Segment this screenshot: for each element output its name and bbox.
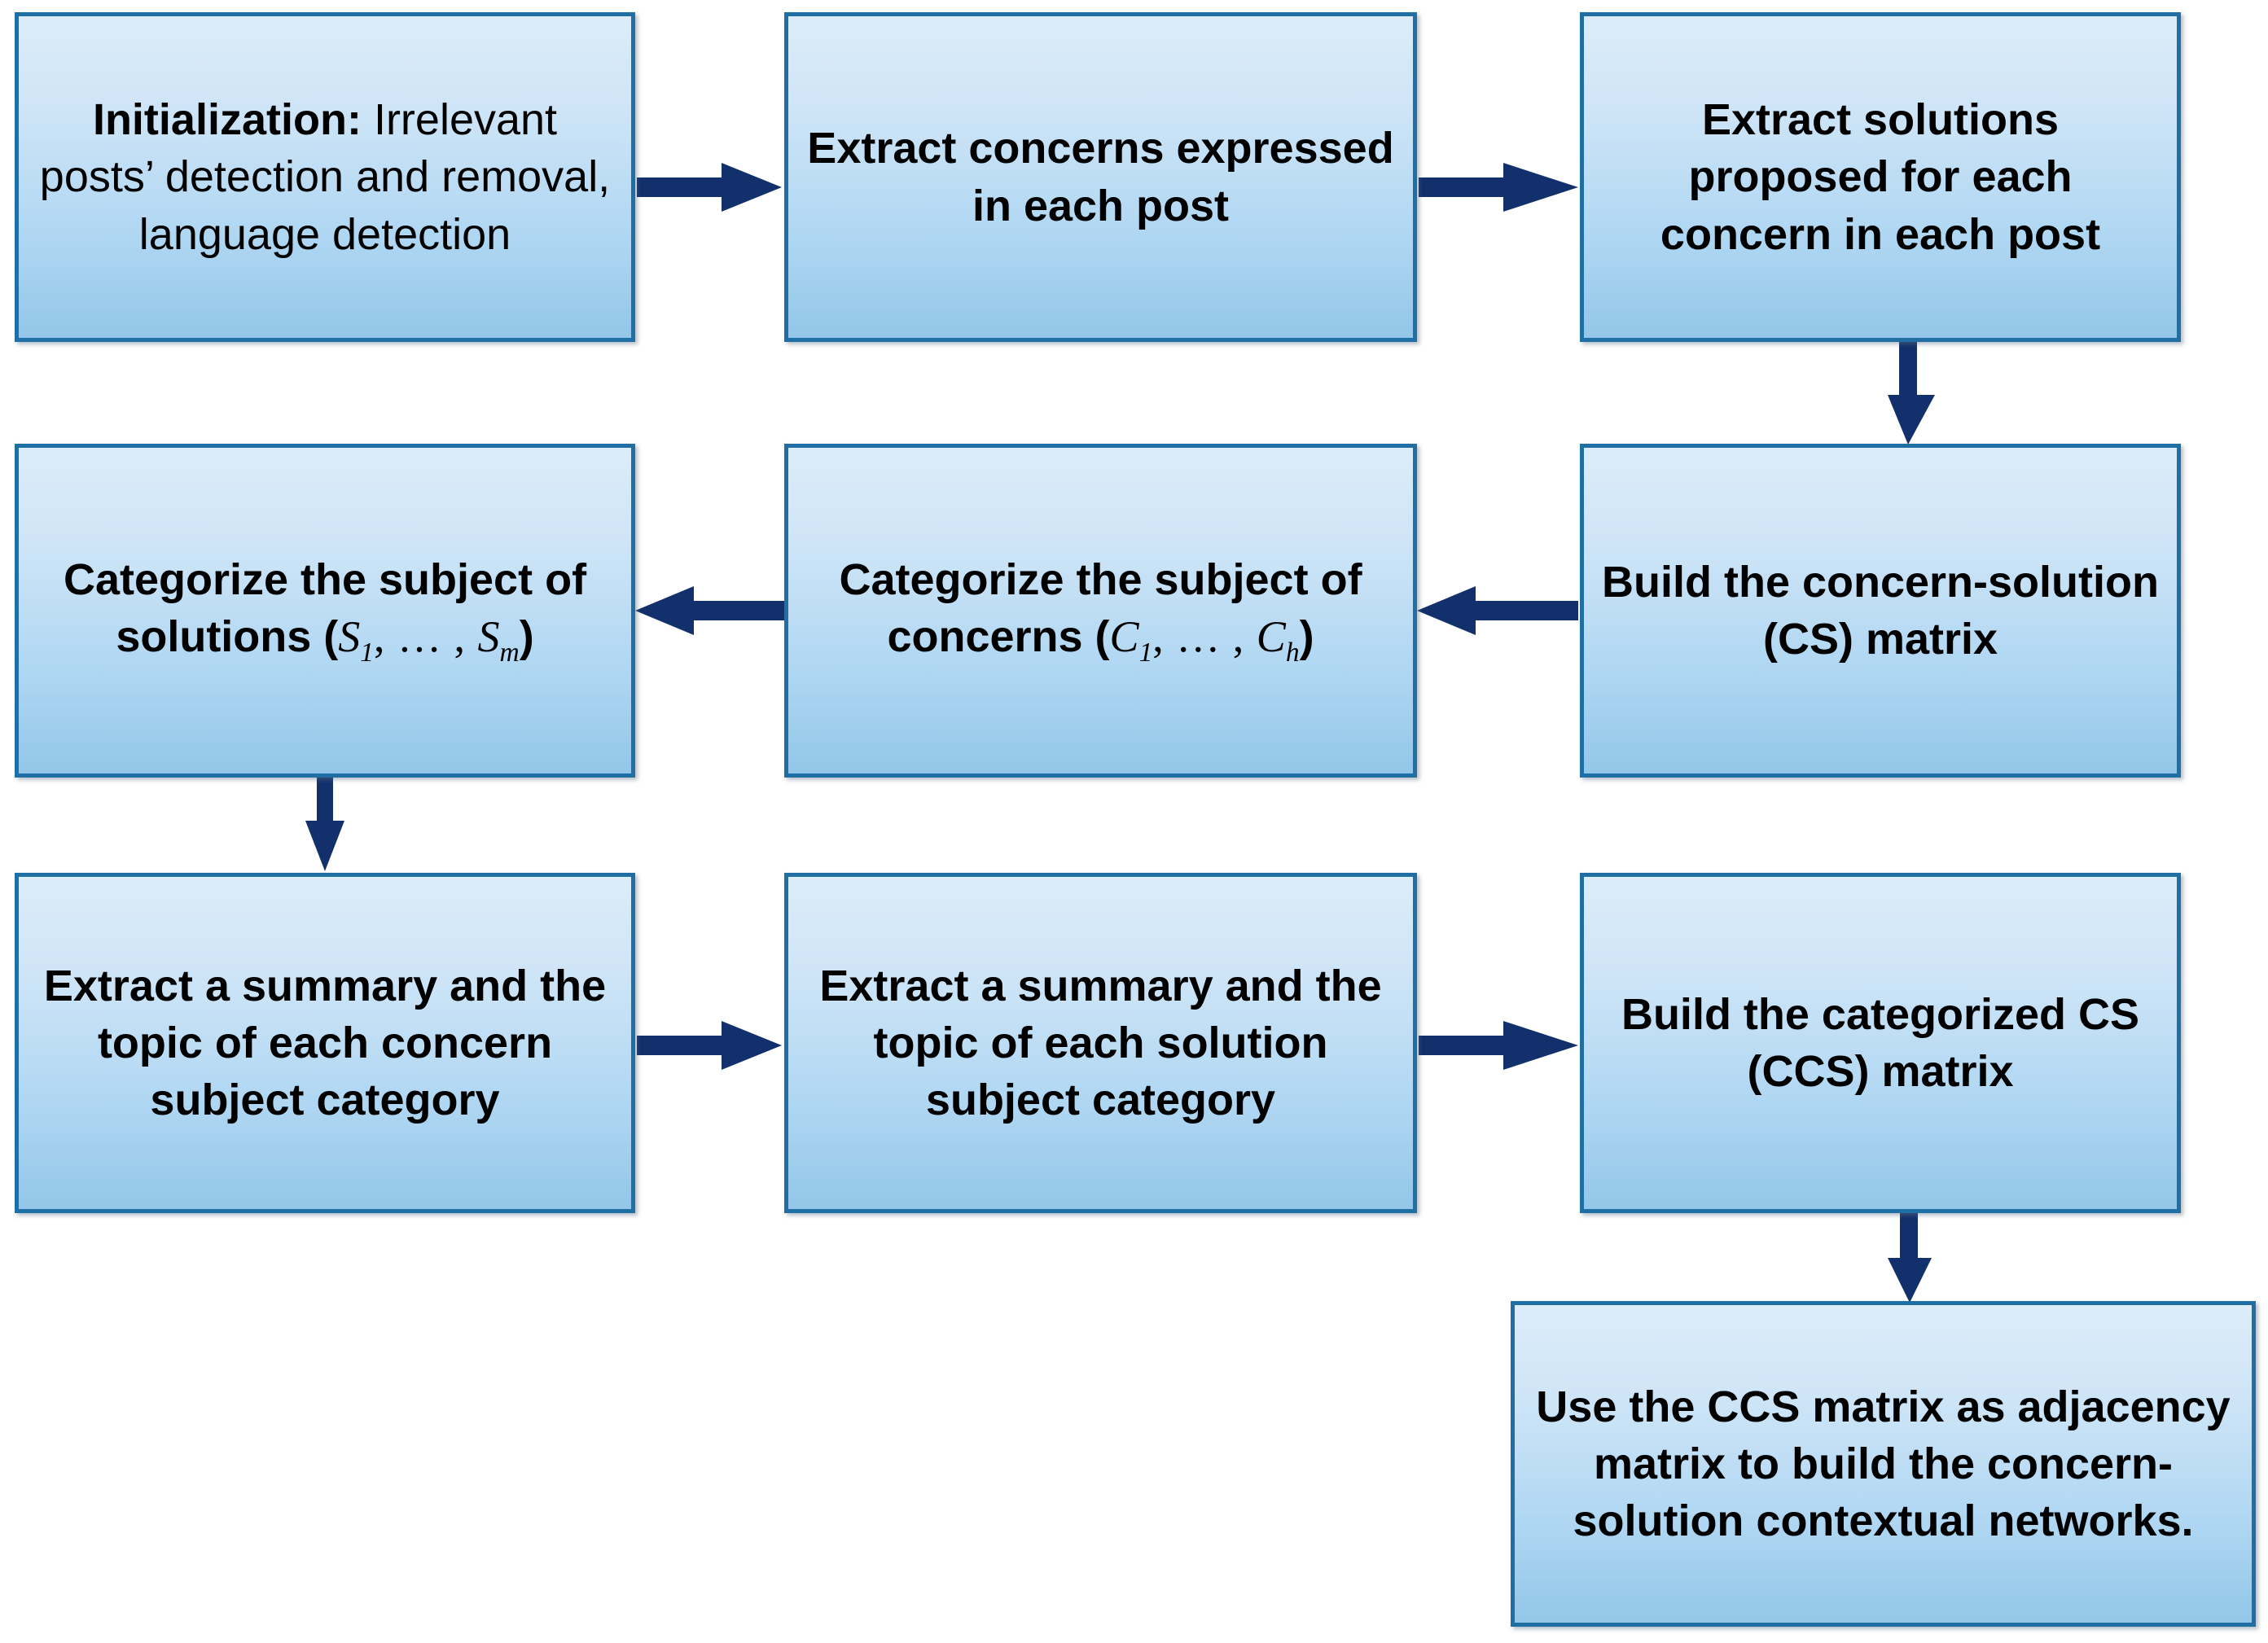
node-build-contextual-networks-label: Use the CCS matrix as adjacency matrix t… [1536,1382,2231,1546]
node-initialization[interactable]: Initialization: Irrelevant posts’ detect… [15,12,635,342]
node-initialization-label: Initialization: Irrelevant posts’ detect… [33,91,616,263]
node-categorize-concerns-label: Categorize the subject of concerns (C1, … [803,551,1398,671]
node-summary-concern-subject-label: Extract a summary and the topic of each … [43,961,607,1125]
node-extract-solutions[interactable]: Extract solutions proposed for each conc… [1580,12,2181,342]
arrow-n3-to-n6 [1888,342,1935,445]
node-build-contextual-networks[interactable]: Use the CCS matrix as adjacency matrix t… [1511,1301,2256,1627]
arrow-n7-to-n8 [637,1021,782,1070]
math-separator-s: , … , [374,611,478,661]
arrow-n8-to-n9 [1419,1021,1578,1070]
arrow-n1-to-n2 [637,163,782,212]
node-summary-concern-subject[interactable]: Extract a summary and the topic of each … [15,873,635,1213]
node-categorize-concerns-prefix: Categorize the subject of concerns ( [839,554,1362,661]
arrow-n5-to-n4 [635,586,787,635]
node-categorize-solutions-label: Categorize the subject of solutions (S1,… [33,551,616,671]
arrow-n9-to-n10 [1888,1213,1932,1303]
node-summary-solution-subject-label: Extract a summary and the topic of each … [819,961,1382,1125]
math-symbol-ch: Ch [1256,611,1300,668]
node-build-ccs-matrix[interactable]: Build the categorized CS (CCS) matrix [1580,873,2181,1213]
node-initialization-lead: Initialization: [92,95,362,145]
node-categorize-solutions[interactable]: Categorize the subject of solutions (S1,… [15,444,635,778]
node-categorize-concerns[interactable]: Categorize the subject of concerns (C1, … [784,444,1417,778]
node-extract-concerns[interactable]: Extract concerns expressed in each post [784,12,1417,342]
arrow-n2-to-n3 [1419,163,1578,212]
node-categorize-solutions-prefix: Categorize the subject of solutions ( [63,554,587,661]
math-separator-c: , … , [1152,611,1257,661]
node-initialization-rest: Irrelevant posts’ detection and removal,… [39,95,611,259]
node-extract-solutions-label: Extract solutions proposed for each conc… [1660,95,2101,259]
node-build-cs-matrix[interactable]: Build the concern-solution (CS) matrix [1580,444,2181,778]
node-build-cs-matrix-label: Build the concern-solution (CS) matrix [1602,557,2159,664]
node-extract-concerns-label: Extract concerns expressed in each post [807,124,1394,230]
math-symbol-s1: S1 [338,611,375,668]
math-symbol-sm: Sm [477,611,520,668]
math-symbol-c1: C1 [1109,611,1153,668]
node-build-ccs-matrix-label: Build the categorized CS (CCS) matrix [1621,989,2140,1096]
arrow-n6-to-n5 [1417,586,1578,635]
arrow-n4-to-n7 [305,778,344,871]
node-categorize-solutions-suffix: ) [519,611,534,661]
node-categorize-concerns-suffix: ) [1299,611,1314,661]
node-summary-solution-subject[interactable]: Extract a summary and the topic of each … [784,873,1417,1213]
